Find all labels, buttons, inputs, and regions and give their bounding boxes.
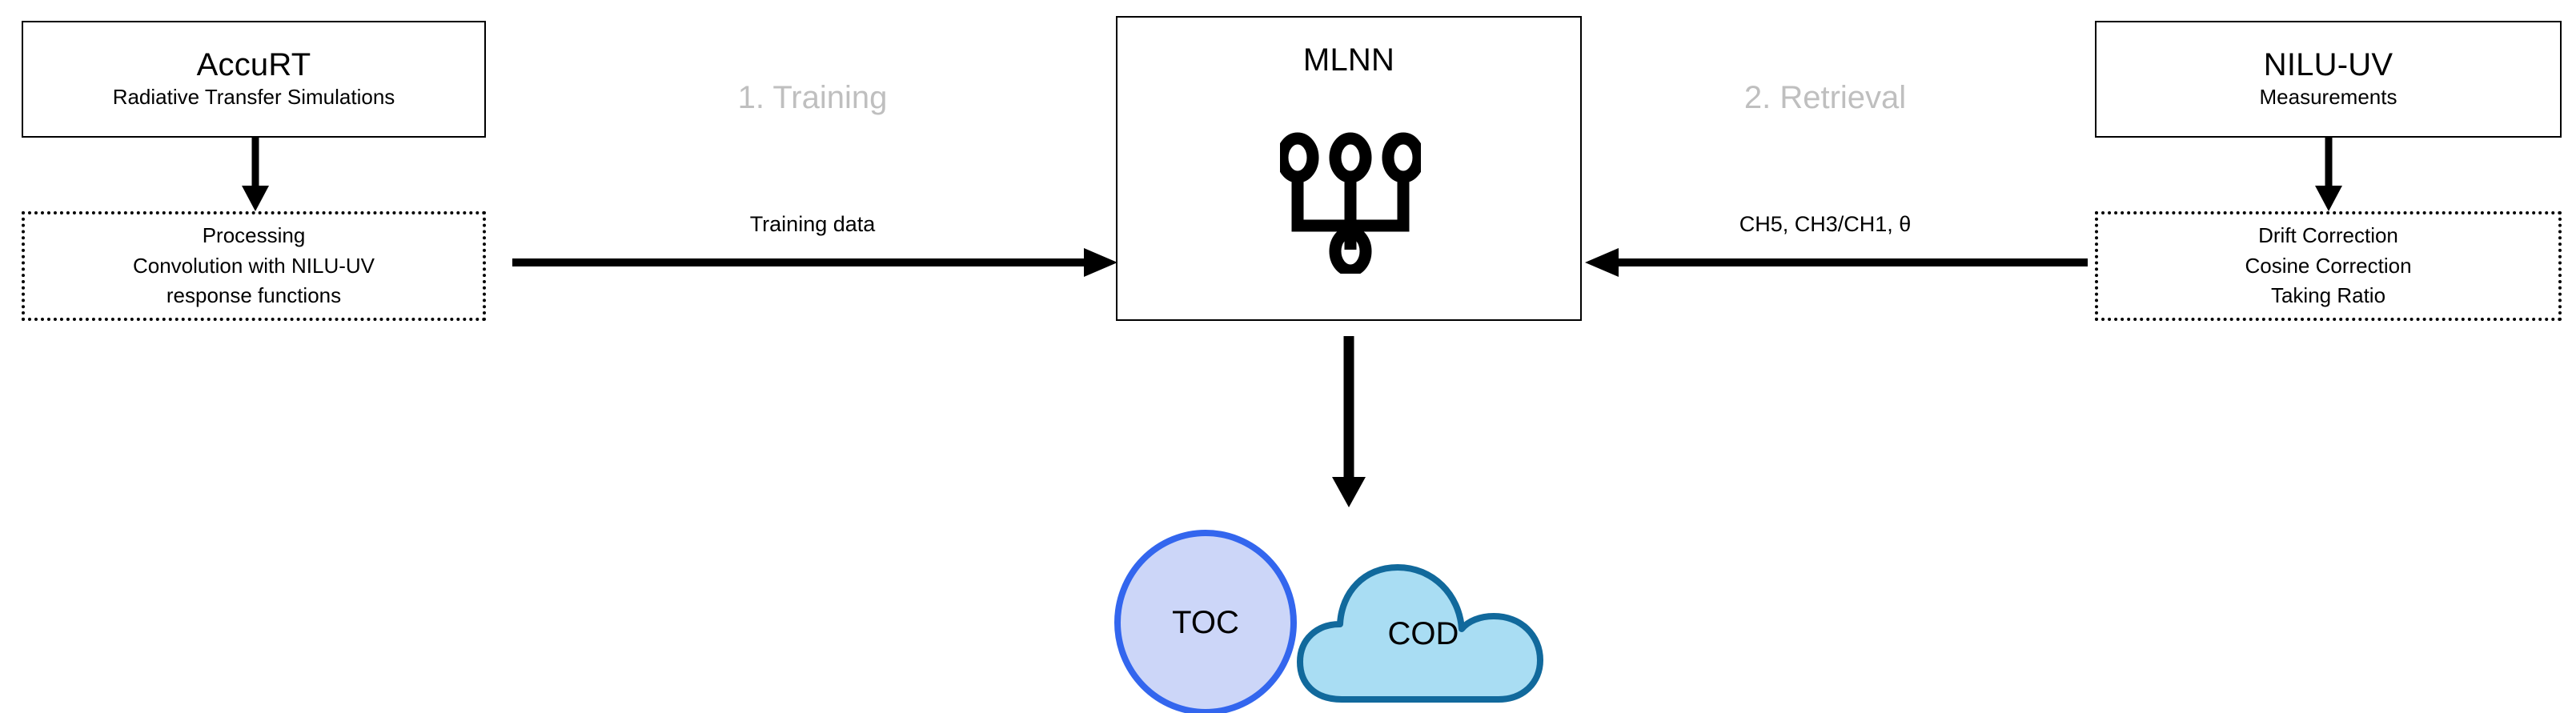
node-processing[interactable]: Processing Convolution with NILU-UV resp… <box>22 211 486 321</box>
processing-line-1: Processing <box>202 222 306 247</box>
node-corrections[interactable]: Drift Correction Cosine Correction Takin… <box>2095 211 2562 321</box>
corrections-line-2: Cosine Correction <box>2245 253 2412 278</box>
processing-line-3: response functions <box>166 283 342 308</box>
neural-network-icon <box>1276 130 1425 277</box>
arrow-processing-to-mlnn <box>512 244 1119 281</box>
arrow-nilu-uv-to-corrections <box>2307 138 2350 213</box>
nilu-uv-title: NILU-UV <box>2263 47 2393 83</box>
processing-line-2: Convolution with NILU-UV <box>132 253 375 278</box>
arrow-mlnn-to-outputs <box>1325 336 1373 509</box>
phase-label-retrieval: 2. Retrieval <box>1743 80 1907 115</box>
corrections-line-1: Drift Correction <box>2258 222 2398 247</box>
phase-label-training: 1. Training <box>737 80 888 115</box>
node-accurt[interactable]: AccuRT Radiative Transfer Simulations <box>22 21 486 138</box>
accurt-title: AccuRT <box>196 47 311 83</box>
edge-label-training-data: Training data <box>749 212 876 236</box>
arrow-accurt-to-processing <box>234 138 277 213</box>
mlnn-title: MLNN <box>1302 42 1395 78</box>
accurt-subtitle: Radiative Transfer Simulations <box>112 85 395 110</box>
corrections-line-3: Taking Ratio <box>2270 283 2386 308</box>
nilu-uv-subtitle: Measurements <box>2259 85 2397 110</box>
node-cod[interactable]: COD <box>1295 516 1564 713</box>
edge-label-channels: CH5, CH3/CH1, θ <box>1739 212 1912 236</box>
arrow-corrections-to-mlnn <box>1583 244 2088 281</box>
node-mlnn[interactable]: MLNN <box>1116 16 1582 321</box>
node-toc[interactable]: TOC <box>1111 528 1300 713</box>
node-nilu-uv[interactable]: NILU-UV Measurements <box>2095 21 2562 138</box>
